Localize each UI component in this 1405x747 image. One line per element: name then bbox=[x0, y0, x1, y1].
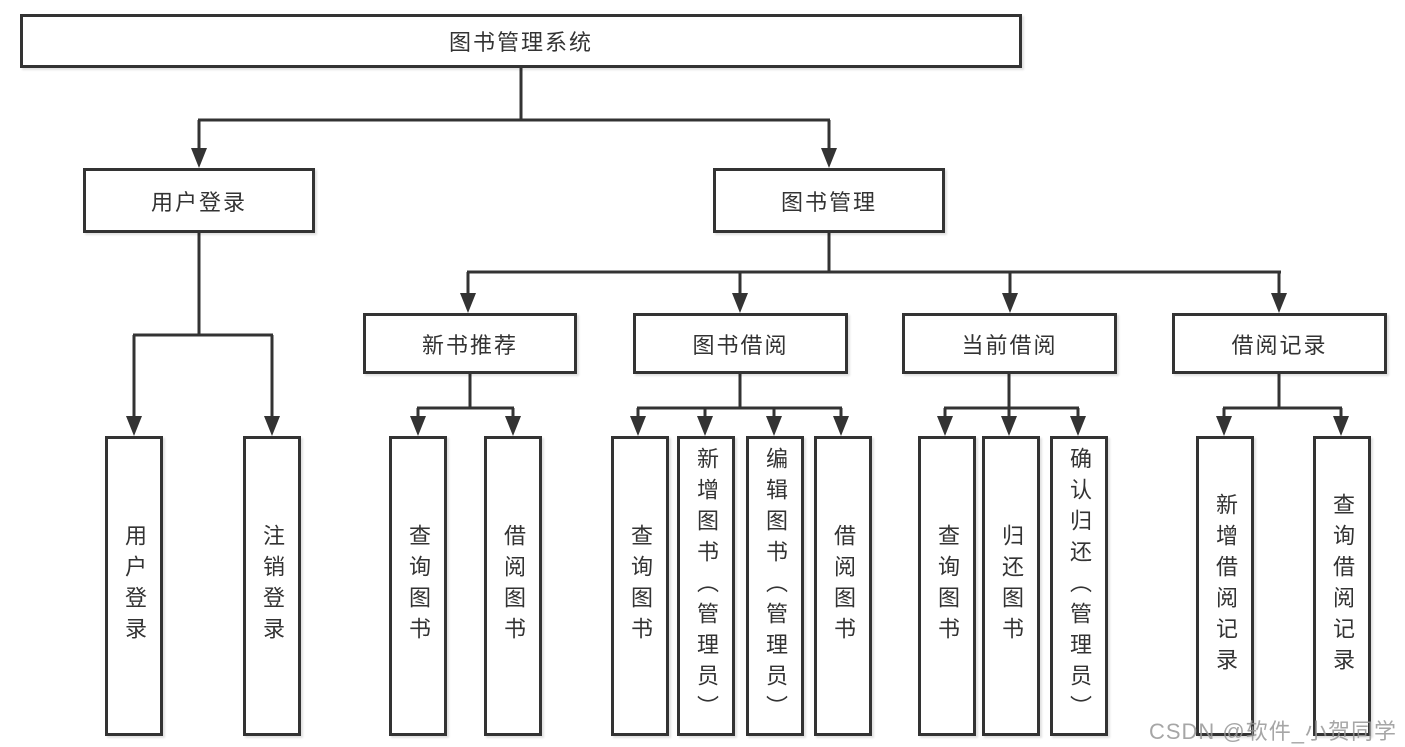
leaf-borrow-book-2: 借阅图书 bbox=[814, 436, 872, 736]
node-new-book-recommend: 新书推荐 bbox=[363, 313, 577, 374]
node-user-login: 用户登录 bbox=[83, 168, 315, 233]
leaf-add-borrow-record: 新增借阅记录 bbox=[1196, 436, 1254, 736]
node-borrow-record: 借阅记录 bbox=[1172, 313, 1387, 374]
node-book-management: 图书管理 bbox=[713, 168, 945, 233]
node-current-borrow: 当前借阅 bbox=[902, 313, 1117, 374]
leaf-query-book-3: 查询图书 bbox=[918, 436, 976, 736]
leaf-edit-book-admin: 编辑图书（管理员） bbox=[746, 436, 804, 736]
leaf-confirm-return-admin: 确认归还（管理员） bbox=[1050, 436, 1108, 736]
leaf-user-login: 用户登录 bbox=[105, 436, 163, 736]
leaf-add-book-admin: 新增图书（管理员） bbox=[677, 436, 735, 736]
leaf-query-book-1: 查询图书 bbox=[389, 436, 447, 736]
node-root-system: 图书管理系统 bbox=[20, 14, 1022, 68]
leaf-borrow-book-1: 借阅图书 bbox=[484, 436, 542, 736]
csdn-watermark: CSDN @软件_小贺同学 bbox=[1148, 719, 1397, 744]
node-book-borrow: 图书借阅 bbox=[633, 313, 848, 374]
leaf-return-book: 归还图书 bbox=[982, 436, 1040, 736]
leaf-logout: 注销登录 bbox=[243, 436, 301, 736]
leaf-query-book-2: 查询图书 bbox=[611, 436, 669, 736]
leaf-query-borrow-record: 查询借阅记录 bbox=[1313, 436, 1371, 736]
